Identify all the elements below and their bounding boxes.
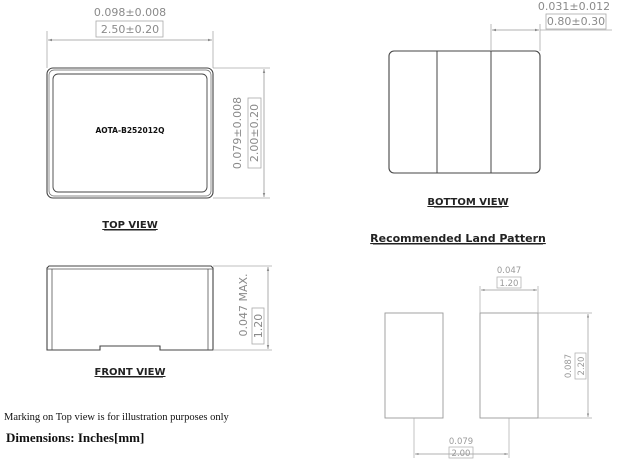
top-height-mm: 2.00±0.20: [248, 104, 261, 162]
front-view-body: [46, 265, 214, 351]
pad-height-dimension: 0.087 2.20: [538, 312, 592, 419]
part-marking: AOTA-B252012Q: [95, 126, 164, 135]
front-height-inch: 0.047 MAX.: [237, 273, 250, 336]
top-view-label: TOP VIEW: [102, 220, 157, 231]
top-width-mm: 2.50±0.20: [101, 23, 159, 36]
top-height-inch: 0.079±0.008: [231, 97, 244, 169]
front-view: 0.047 MAX. 1.20 FRONT VIEW: [46, 265, 272, 378]
front-view-label: FRONT VIEW: [94, 367, 165, 378]
terminal-width-mm: 0.80±0.30: [547, 15, 605, 28]
terminal-width-inch: 0.031±0.012: [538, 0, 610, 13]
top-view: 0.098±0.008 2.50±0.20 AOTA-B252012Q 0.07…: [46, 6, 270, 231]
top-view-body-outer: [46, 67, 214, 199]
land-pad-right: [479, 312, 539, 419]
pad-width-inch: 0.047: [497, 266, 521, 276]
pad-width-dimension: 0.047 1.20: [479, 266, 539, 313]
terminal-width-dimension: 0.031±0.012 0.80±0.30: [490, 0, 612, 51]
bottom-view-label: BOTTOM VIEW: [427, 197, 508, 208]
land-pattern-title: Recommended Land Pattern: [370, 232, 546, 245]
marking-note: Marking on Top view is for illustration …: [4, 412, 229, 423]
pitch-inch: 0.079: [449, 437, 473, 447]
pad-width-mm: 1.20: [500, 279, 519, 289]
front-height-mm: 1.20: [252, 314, 265, 339]
top-width-dimension: 0.098±0.008 2.50±0.20: [46, 6, 214, 68]
top-width-inch: 0.098±0.008: [94, 6, 166, 19]
pad-height-inch: 0.087: [564, 354, 574, 378]
top-view-body-edge: [48, 69, 212, 197]
top-height-dimension: 0.079±0.008 2.00±0.20: [213, 67, 270, 199]
front-height-dimension: 0.047 MAX. 1.20: [213, 265, 272, 351]
pitch-mm: 2.00: [452, 449, 471, 459]
bottom-view: 0.031±0.012 0.80±0.30 BOTTOM VIEW: [388, 0, 612, 208]
units-note: Dimensions: Inches[mm]: [6, 430, 145, 445]
top-view-body-inner: [52, 73, 208, 193]
pad-height-mm: 2.20: [577, 357, 587, 376]
pad-pitch-dimension: 0.079 2.00: [413, 418, 510, 459]
land-pattern: Recommended Land Pattern 0.047 1.20 0.08…: [370, 232, 592, 459]
land-pad-left: [384, 312, 444, 419]
bottom-view-body: [388, 50, 541, 174]
